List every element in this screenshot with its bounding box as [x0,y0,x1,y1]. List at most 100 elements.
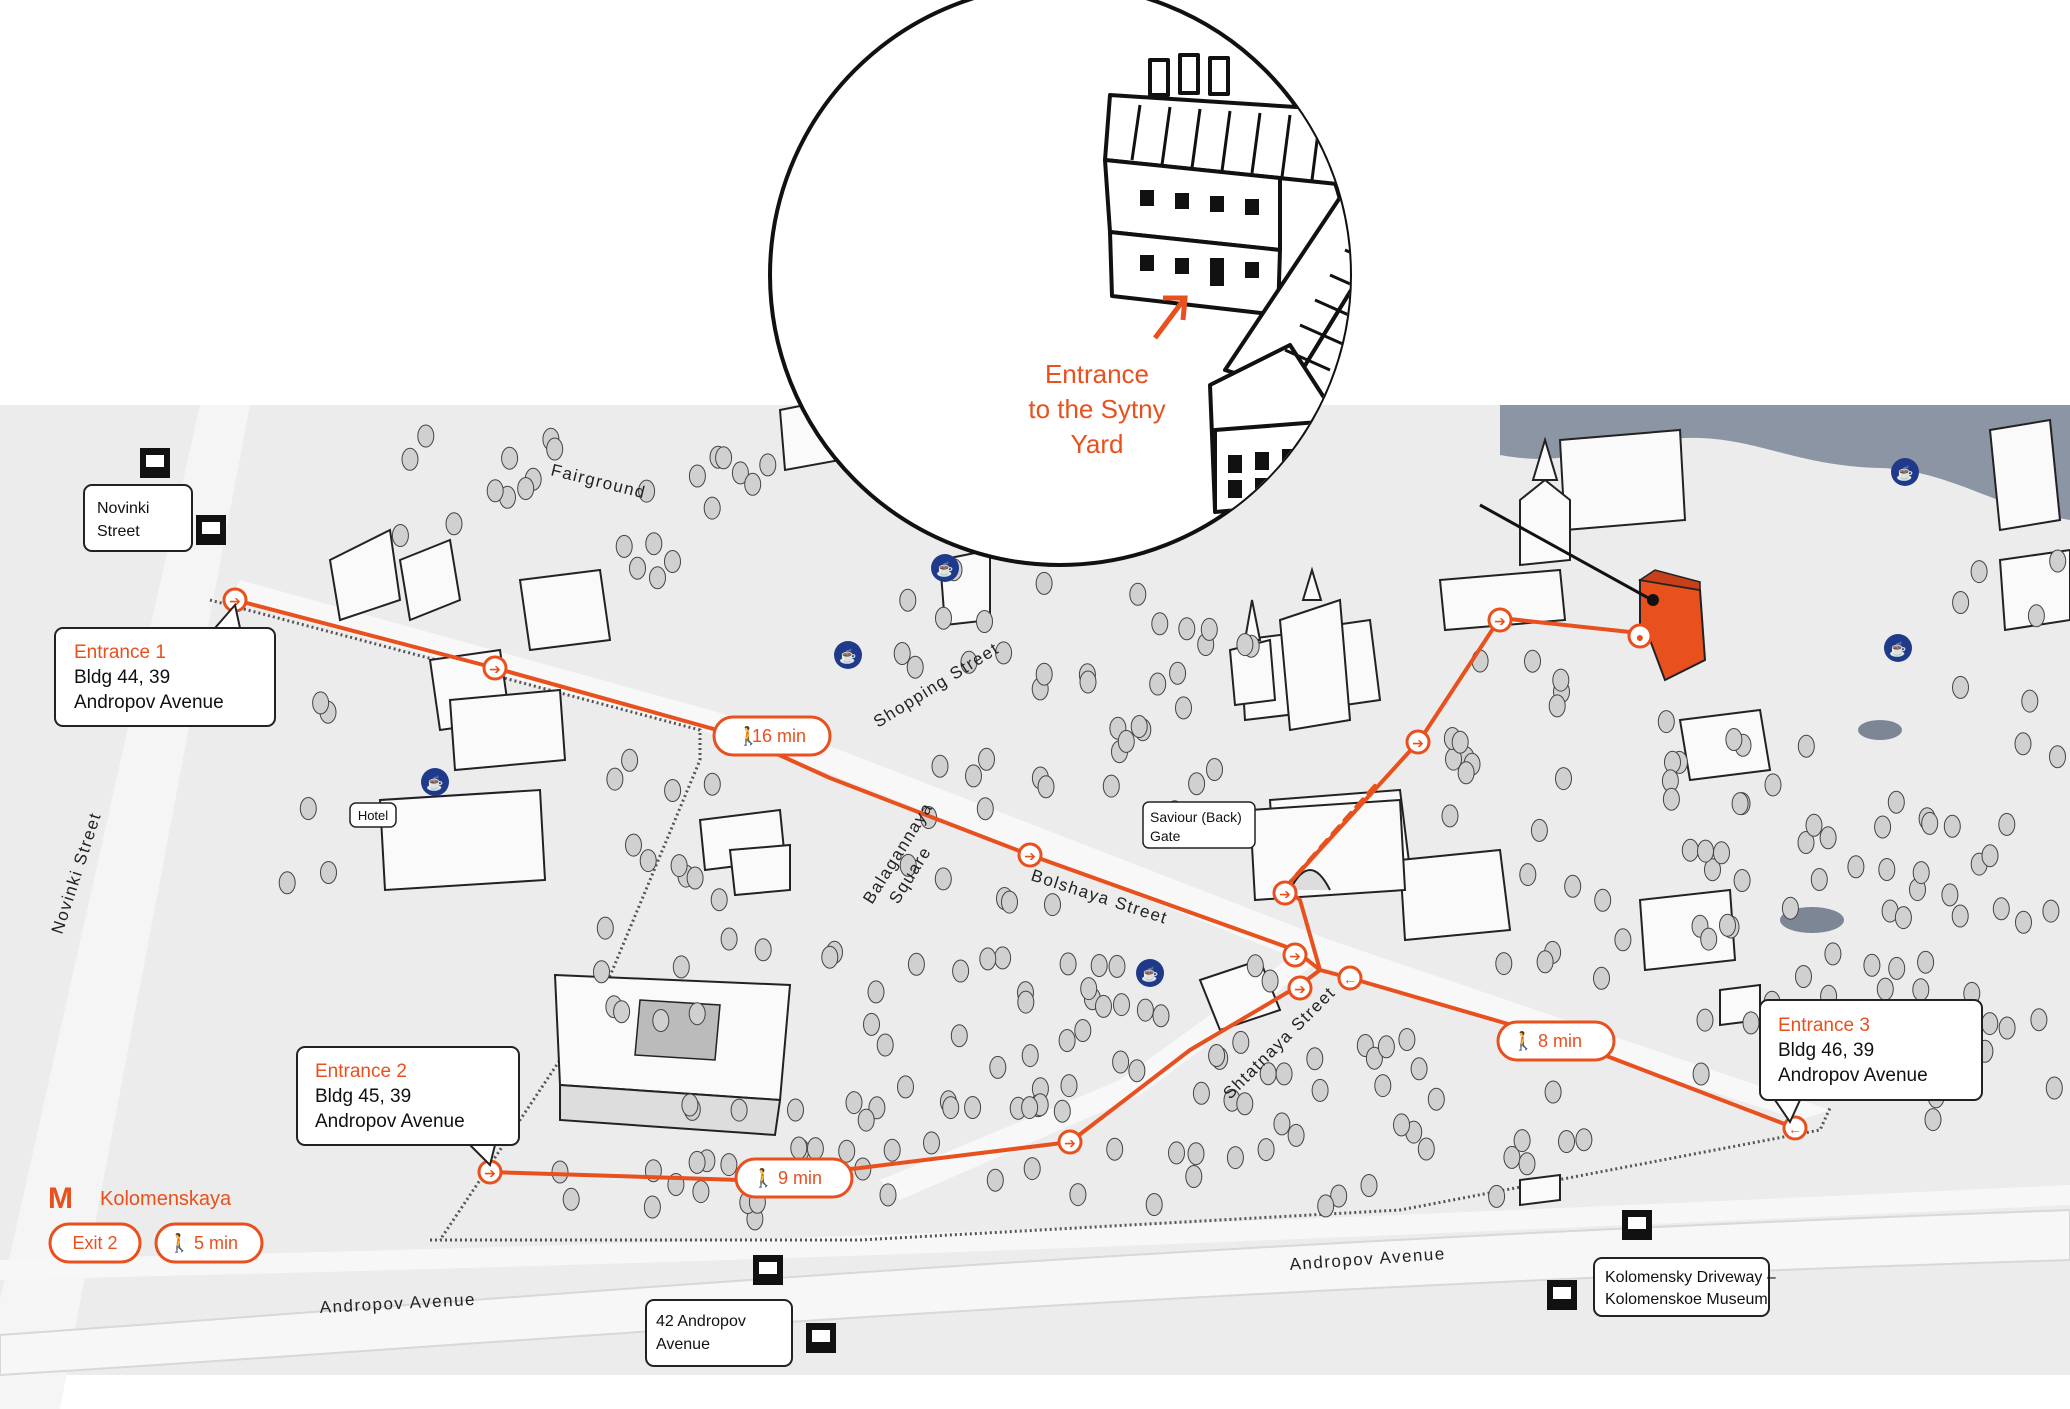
tree [1021,1096,1039,1120]
tree [1797,734,1815,758]
entrance-1-title: Entrance 1 [74,642,166,663]
tree [1129,582,1147,606]
tree [1594,888,1612,912]
tree [688,1002,706,1026]
tree [876,1033,894,1057]
tree [1053,1099,1071,1123]
tree [1090,954,1108,977]
tree [1943,814,1961,838]
route-dashed [1283,778,1382,890]
tree [1192,1081,1210,1105]
tree [1781,896,1799,920]
tree [1970,560,1988,584]
bus-stop-kolomensky: Kolomensky Driveway – Kolomenskoe Museum [1547,1210,1776,1317]
saviour-gate [1248,798,1407,902]
tree [1001,890,1018,914]
bus-stop-42-line1: 42 Andropov [656,1313,746,1330]
tree [1719,913,1736,937]
tree [1998,812,2016,836]
entrance-3-avenue: Andropov Avenue [1778,1065,1928,1086]
pedestrian-icon: 🚶 [168,1232,190,1253]
tree [1992,897,2010,921]
bus-stop-kolomensky-line1: Kolomensky Driveway – [1605,1269,1776,1286]
tree [688,464,706,488]
tree [883,1138,901,1162]
tree [1924,1108,1942,1132]
tree [643,1195,661,1219]
svg-text:➔: ➔ [1279,886,1291,902]
tree [1951,904,1969,928]
tree [1106,1137,1124,1161]
tree [952,959,970,983]
svg-text:➔: ➔ [1494,613,1506,629]
saviour-gate-text-1: Saviour (Back) [1150,809,1242,825]
svg-text:➔: ➔ [1064,1135,1076,1151]
cafe-icon: ☕ [421,768,449,796]
tree [821,945,839,969]
tree [857,1108,875,1132]
tree [1519,863,1537,887]
tree [1112,1050,1130,1074]
tree [1887,790,1905,814]
tree [976,610,993,633]
tree [950,1024,968,1048]
entrance-2-title: Entrance 2 [315,1061,407,1082]
tree [1552,668,1570,692]
bus-icon [1622,1210,1652,1240]
metro-block: M Kolomenskaya Exit 2 🚶 5 min [48,1182,264,1264]
tree [744,472,762,496]
tree [1441,804,1459,828]
tree [715,446,733,470]
tree [897,1075,914,1099]
tree [2045,1076,2063,1100]
tree [703,496,721,520]
tree [401,447,419,471]
arrow-circle-icon: ➔ [1287,975,1313,1001]
tree [1151,612,1169,636]
tree [681,1093,699,1117]
tree [639,849,657,873]
tree [1863,953,1881,977]
tree [1824,942,1842,966]
tree [546,437,564,461]
entrance-2-bldg: Bldg 45, 39 [315,1086,411,1107]
sytny-yard-building [1638,569,1707,682]
metro-walk-time: 5 min [194,1233,238,1253]
svg-text:☕: ☕ [426,774,443,792]
tree [1130,715,1148,738]
tree [2042,899,2060,923]
tree [1393,1113,1410,1137]
tree [615,534,633,558]
tree [965,764,982,788]
tree [649,566,666,590]
tree [391,524,409,547]
tree [1069,1183,1087,1207]
cafe-icon: ☕ [1136,959,1164,987]
tree [613,1000,631,1024]
tree [1187,1142,1205,1166]
saviour-gate-text-2: Gate [1150,828,1181,844]
walk-time-8-text: 8 min [1538,1031,1582,1051]
tree [1145,1193,1163,1216]
tree [989,1055,1007,1079]
tree [1360,1174,1378,1197]
svg-text:➔: ➔ [1294,981,1306,997]
tree [2015,910,2032,934]
svg-text:●: ● [1636,629,1644,645]
tree [976,797,994,821]
tree [1152,1004,1170,1028]
tree [2049,745,2066,769]
tree [703,772,721,796]
tree [964,1096,982,1119]
tree [906,655,924,679]
tree [551,1160,569,1184]
svg-text:➔: ➔ [489,661,501,677]
route-direction-markers: ➔ ➔ ➔ ➔ ➔ ← ➔ ➔ ➔ ● ← ➔ ➔ [222,587,1808,1185]
tree [1952,675,1969,699]
tree [664,550,681,573]
tree [621,748,639,772]
tree [1575,1128,1593,1152]
tree [1311,1078,1329,1102]
metro-m-icon: M [48,1182,73,1215]
tree [1544,1080,1562,1104]
